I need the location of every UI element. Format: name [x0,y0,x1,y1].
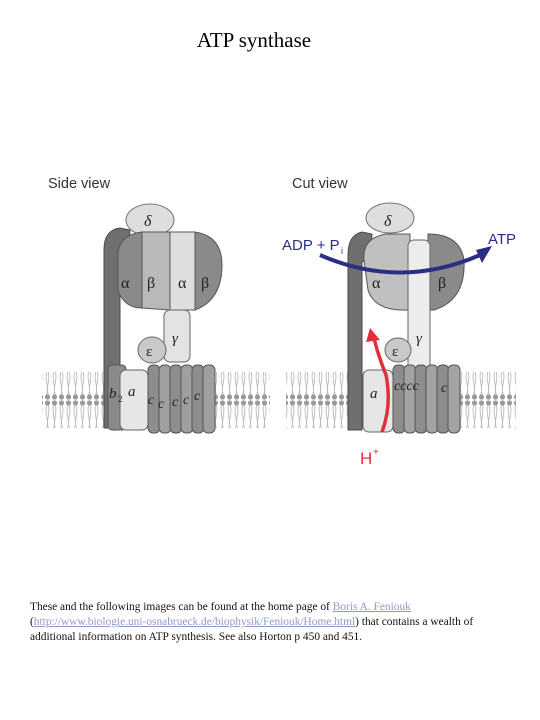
beta-subunit-right [194,231,223,311]
beta-subunit-side [141,231,171,311]
proton-label: H [360,449,372,468]
label-gamma-side: γ [172,331,179,347]
label-gamma-cut: γ [416,331,423,347]
side-view-heading: Side view [48,176,111,192]
atp-synthase-diagram: Side view Cut view δ α β α [30,160,525,480]
label-beta2-side: β [201,275,209,292]
diagram-svg: Side view Cut view δ α β α [42,176,516,468]
label-b-side: b [109,386,117,402]
rotation-arrowhead [476,246,492,263]
caption-intro: These and the following images can be fo… [30,601,333,613]
beta-subunit-cut [427,233,465,311]
label-alpha1-side: α [121,275,130,292]
label-alpha-cut: α [372,275,381,292]
label-b-sub-side: 2 [118,394,123,404]
alpha-subunit-left [117,231,143,309]
label-c-group-cut: cccc [394,379,420,394]
gamma-subunit [163,309,191,363]
label-a-side: a [128,384,136,400]
adp-pi-subscript: i [341,246,343,256]
label-alpha2-side: α [178,275,187,292]
rotation-arrow [319,253,481,275]
label-c2-side: c [158,397,165,412]
c-ring-side [147,364,216,434]
label-a-cut: a [370,386,378,402]
label-delta-cut: δ [384,213,392,230]
label-c4-side: c [183,393,190,408]
caption: These and the following images can be fo… [30,600,510,645]
label-c3-side: c [172,395,179,410]
proton-arrowhead [366,328,380,342]
caption-paren: ( [30,616,34,628]
label-c-right-cut: c [441,381,448,396]
cut-view: ADP + P i ATP δ α β γ ε a cccc c H + [282,202,516,468]
alpha-subunit-center [169,231,196,311]
caption-rest: ) that contains a wealth of additional i… [30,616,474,643]
a-subunit [119,369,149,431]
page-title: ATP synthase [196,28,312,52]
label-c5-side: c [194,389,201,404]
c-ring-cut [392,364,461,434]
epsilon-subunit [137,336,167,364]
label-beta-side: β [147,275,155,292]
label-epsilon-side: ε [146,344,152,360]
label-delta-side: δ [144,213,152,230]
label-epsilon-cut: ε [392,344,398,360]
atp-label: ATP [488,231,516,248]
cut-view-heading: Cut view [292,176,348,192]
side-view: δ α β α β γ ε b 2 a c c c c c [42,203,270,434]
proton-superscript: + [373,447,379,458]
author-link[interactable]: Boris A. Feniouk [332,601,411,613]
homepage-url-link[interactable]: http://www.biologie.uni-osnabrueck.de/bi… [33,616,356,628]
proton-path-arrow [372,337,390,433]
label-c1-side: c [148,393,155,408]
adp-label: ADP + P [282,237,340,254]
epsilon-subunit-cut [384,337,412,363]
label-beta-cut: β [438,275,446,292]
delta-subunit-cut [365,202,415,234]
